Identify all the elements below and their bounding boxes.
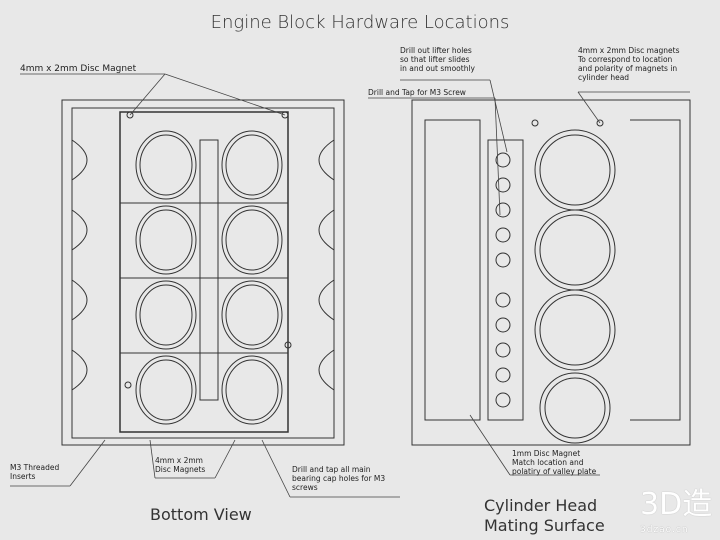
lifter-holes [495,152,511,408]
callout-disc-magnets-bottom: 4mm x 2mm Disc Magnets [155,456,206,474]
cylinder-head-view-label: Cylinder Head Mating Surface [484,496,605,535]
callout-m3-screw: Drill and Tap for M3 Screw [368,88,466,97]
cylinder-bores-right [221,130,283,425]
watermark-site: 3dzao.cn [640,525,689,535]
leader-lines [10,73,690,498]
page-title: Engine Block Hardware Locations [210,12,510,33]
callout-bearing-cap-holes: Drill and tap all main bearing cap holes… [292,465,386,492]
cylinder-head-surface-drawing [411,99,691,446]
callout-disc-magnet-top: 4mm x 2mm Disc Magnet [20,64,137,74]
callout-lifter-holes: Drill out lifter holes so that lifter sl… [400,46,475,73]
watermark-logo: 3D造 [640,487,713,522]
callout-valley-magnet: 1mm Disc Magnet Match location and polat… [512,449,597,476]
cylinder-bores [534,129,616,444]
cylinder-bores-left [135,130,197,425]
callout-disc-magnets-head: 4mm x 2mm Disc magnets To correspond to … [578,46,680,82]
callout-threaded-inserts: M3 Threaded Inserts [10,463,60,481]
bottom-view-label: Bottom View [150,505,252,524]
bottom-view-drawing [61,99,345,446]
